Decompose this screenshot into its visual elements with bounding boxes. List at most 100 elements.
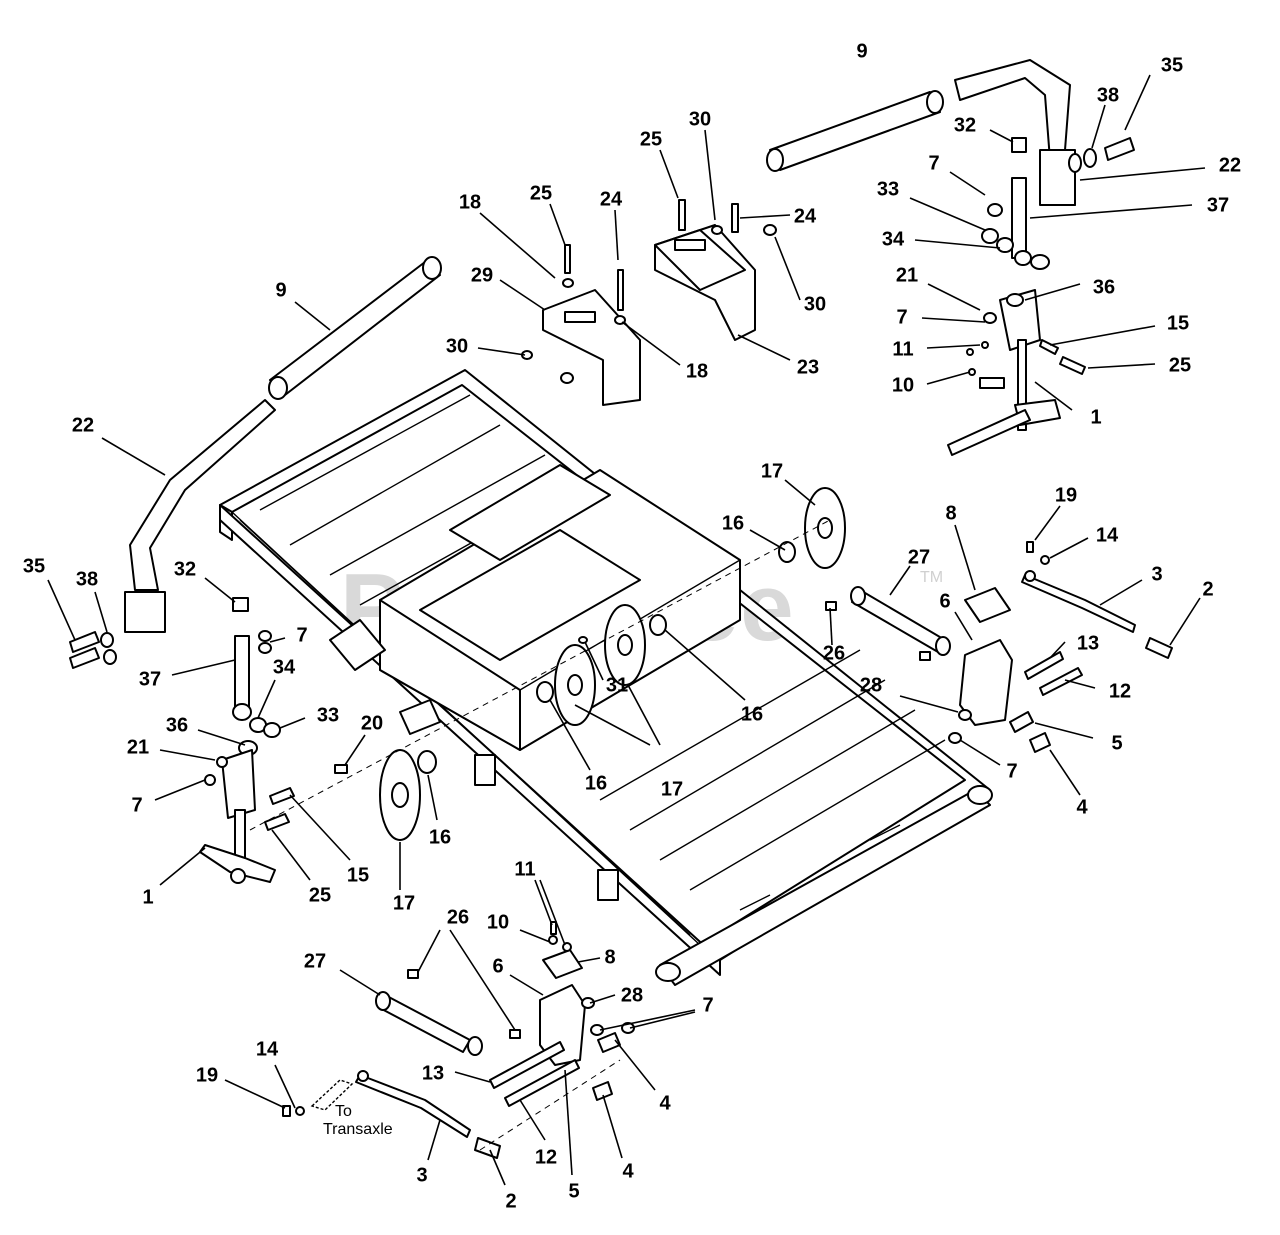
callout-leader-25 [659,149,679,199]
callout-label-26: 26 [447,906,469,928]
callout-leader-7 [921,317,986,323]
callout-leader-13 [454,1071,491,1083]
callout-label-4: 4 [659,1092,671,1114]
callout-label-7: 7 [896,306,907,328]
callout-leader-34 [914,239,1001,249]
callout-label-7: 7 [1006,760,1017,782]
callout-label-17: 17 [761,460,783,482]
callout-label-13: 13 [1077,632,1099,654]
callout-label-11: 11 [514,858,535,880]
callout-leader-25 [1087,363,1156,369]
callout-leader-3 [1099,579,1143,606]
callout-label-14: 14 [256,1038,279,1060]
callout-leader-4 [614,1039,656,1091]
callout-label-24: 24 [794,205,817,227]
callout-label-32: 32 [954,114,976,136]
callout-label-19: 19 [1055,484,1077,506]
callout-leader-11 [539,879,566,946]
right-linkage [825,541,1173,753]
callout-leader-33 [909,197,986,231]
callout-leader-6 [954,611,973,641]
callout-leader-14 [1049,537,1089,559]
callout-label-11: 11 [892,338,913,360]
callout-label-15: 15 [347,864,369,886]
callout-leader-24 [614,209,619,261]
callout-label-15: 15 [1167,312,1189,334]
callout-leader-36 [1024,283,1081,301]
callout-label-33: 33 [317,704,339,726]
callout-label-25: 25 [640,128,662,150]
callout-leader-28 [899,695,959,713]
callout-leader-21 [159,749,216,761]
callout-leader-37 [171,659,236,676]
callout-leader-20 [344,734,366,766]
callout-label-2: 2 [1202,578,1213,600]
callout-label-10: 10 [892,374,914,396]
callout-leader-7 [599,1009,696,1031]
callout-leader-18 [621,321,681,366]
callout-leader-32 [204,577,236,603]
callout-leader-16 [664,629,746,701]
callout-label-30: 30 [689,108,711,130]
callout-label-17: 17 [393,892,415,914]
callout-label-4: 4 [622,1160,634,1182]
callout-leader-8 [577,957,601,963]
callout-leader-10 [926,371,971,385]
callout-leader-7 [629,1011,696,1029]
callout-leader-3 [427,1119,441,1161]
note-to: To [335,1103,352,1120]
callout-leader-1 [1034,381,1073,411]
callout-label-12: 12 [1109,680,1131,702]
callout-leader-13 [1049,641,1066,659]
callout-label-16: 16 [585,772,607,794]
callout-label-13: 13 [422,1062,444,1084]
callout-leader-5 [564,1069,573,1176]
callout-label-32: 32 [174,558,196,580]
main-frame [219,369,993,986]
callout-label-7: 7 [928,152,939,174]
callout-label-1: 1 [1090,406,1101,428]
callout-label-19: 19 [196,1064,218,1086]
callout-label-25: 25 [309,884,331,906]
callout-leader-17 [627,684,661,746]
callout-leader-16 [549,699,591,771]
callout-leader-2 [1169,597,1201,646]
callout-leader-9 [294,301,331,331]
callout-label-27: 27 [908,546,930,568]
callout-label-6: 6 [492,955,503,977]
callout-leader-4 [1049,749,1081,796]
callout-leader-16 [427,774,438,821]
callout-leader-17 [784,479,816,506]
callout-leader-11 [534,879,553,926]
callout-leader-38 [94,591,108,633]
callout-leader-4 [602,1094,623,1159]
right-control-assembly [766,59,1135,456]
callout-leader-18 [479,212,556,279]
callout-label-7: 7 [296,624,307,646]
callout-label-14: 14 [1096,524,1119,546]
callout-label-27: 27 [304,950,326,972]
callout-label-3: 3 [1151,563,1162,585]
callout-leader-23 [737,334,791,361]
lower-linkage [282,921,635,1159]
callout-label-16: 16 [722,512,744,534]
callout-label-18: 18 [686,360,708,382]
callout-leader-37 [1029,204,1193,219]
callout-label-9: 9 [275,279,286,301]
callout-label-36: 36 [1093,276,1115,298]
callout-label-3: 3 [416,1164,427,1186]
callout-label-28: 28 [860,674,882,696]
callout-leader-12 [1064,679,1096,689]
callout-leader-10 [519,929,551,943]
callout-label-22: 22 [1219,154,1241,176]
callout-label-4: 4 [1076,796,1088,818]
callout-leader-30 [774,236,801,301]
callout-label-30: 30 [446,335,468,357]
callout-label-37: 37 [139,668,161,690]
callout-label-8: 8 [945,502,956,524]
callout-leader-34 [257,679,276,719]
callout-label-36: 36 [166,714,188,736]
callout-label-1: 1 [142,886,153,908]
